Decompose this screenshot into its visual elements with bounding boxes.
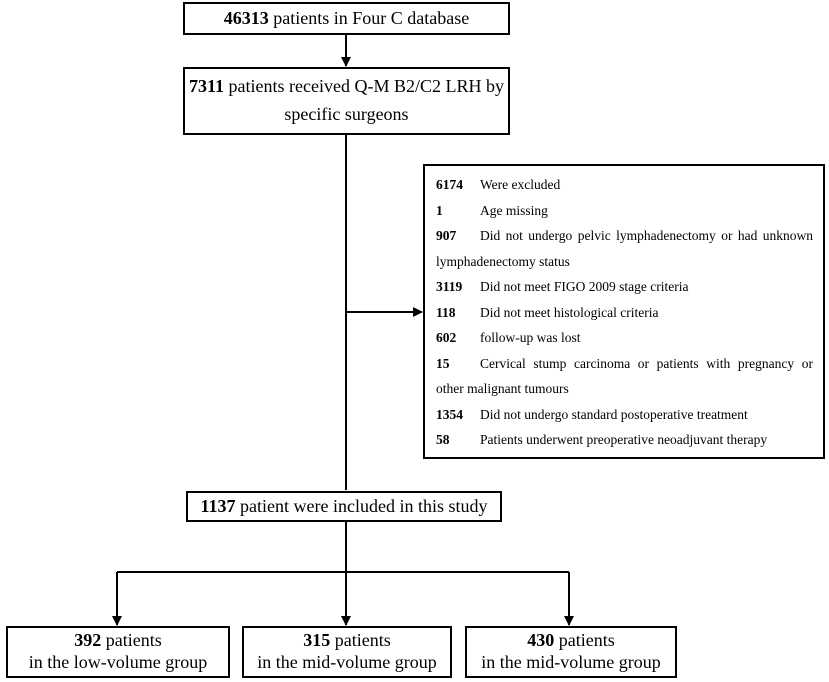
excluded-item: 602 follow-up was lost [436,325,813,351]
excluded-item-count: 1 [436,202,443,218]
excluded-item-text: follow-up was lost [480,330,581,345]
group-count: 392 [74,630,102,651]
group-label-line1: patients [558,630,615,651]
excluded-item: 1 Age missing [436,198,813,224]
box-excluded: 6174 Were excluded 1 Age missing 907 Did… [423,164,825,459]
excluded-item-count: 3119 [436,279,463,294]
box-source-database: 46313 patients in Four C database [183,2,510,35]
box-group-low-volume: 392 patients in the low-volume group [6,626,230,678]
group-label-line2: in the low-volume group [28,652,208,672]
excluded-item-count: 1354 [436,406,463,422]
group-count: 430 [527,630,555,651]
excluded-item-text: Did not meet FIGO 2009 stage criteria [480,279,689,294]
excluded-item-count: 15 [436,355,450,371]
included-count: 1137 [200,495,236,516]
excluded-item-count: 118 [436,304,456,320]
group-label-line2: in the mid-volume group [481,652,661,672]
excluded-item: 3119 Did not meet FIGO 2009 stage criter… [436,274,813,300]
excluded-item: 58 Patients underwent preoperative neoad… [436,427,813,453]
excluded-item-text: Patients underwent preoperative neoadjuv… [480,432,768,447]
box-group-mid-volume-1: 315 patients in the mid-volume group [242,626,452,678]
excluded-header: 6174 Were excluded [436,172,813,198]
excluded-item: 15 Cervical stump carcinoma or patients … [436,351,813,377]
excluded-item-continuation: other malignant tumours [436,381,569,396]
group-label-line1: patients [105,630,162,651]
source-label: patients in Four C database [273,7,470,28]
group-label-line1: patients [334,630,391,651]
box-received-surgery: 7311 patients received Q-M B2/C2 LRH by … [183,67,510,135]
excluded-item-text: Age missing [480,202,548,218]
excluded-item-text: Did not undergo pelvic lymphadenectomy o… [480,228,813,243]
surgery-count: 7311 [189,76,225,97]
box-group-mid-volume-2: 430 patients in the mid-volume group [465,626,677,678]
excluded-label: Were excluded [480,177,561,192]
included-label: patient were included in this study [240,495,488,516]
excluded-item-count: 58 [436,432,450,447]
excluded-item-count: 907 [436,228,457,243]
excluded-item: 1354 Did not undergo standard postoperat… [436,402,813,428]
excluded-item-text: Did not meet histological criteria [480,304,659,320]
excluded-item-text: Did not undergo standard postoperative t… [480,406,748,422]
excluded-count: 6174 [436,177,463,192]
excluded-item-continuation: lymphadenectomy status [436,253,570,269]
excluded-item-text: Cervical stump carcinoma or patients wit… [480,355,813,371]
excluded-item: 118 Did not meet histological criteria [436,300,813,326]
source-count: 46313 [223,7,269,28]
surgery-label-line2: specific surgeons [284,104,409,124]
excluded-item: 907 Did not undergo pelvic lymphadenecto… [436,223,813,249]
excluded-item-count: 602 [436,330,457,345]
group-label-line2: in the mid-volume group [257,652,437,672]
group-count: 315 [303,630,331,651]
box-included: 1137 patient were included in this study [186,491,502,522]
surgery-label-line1: patients received Q-M B2/C2 LRH by [228,76,504,97]
